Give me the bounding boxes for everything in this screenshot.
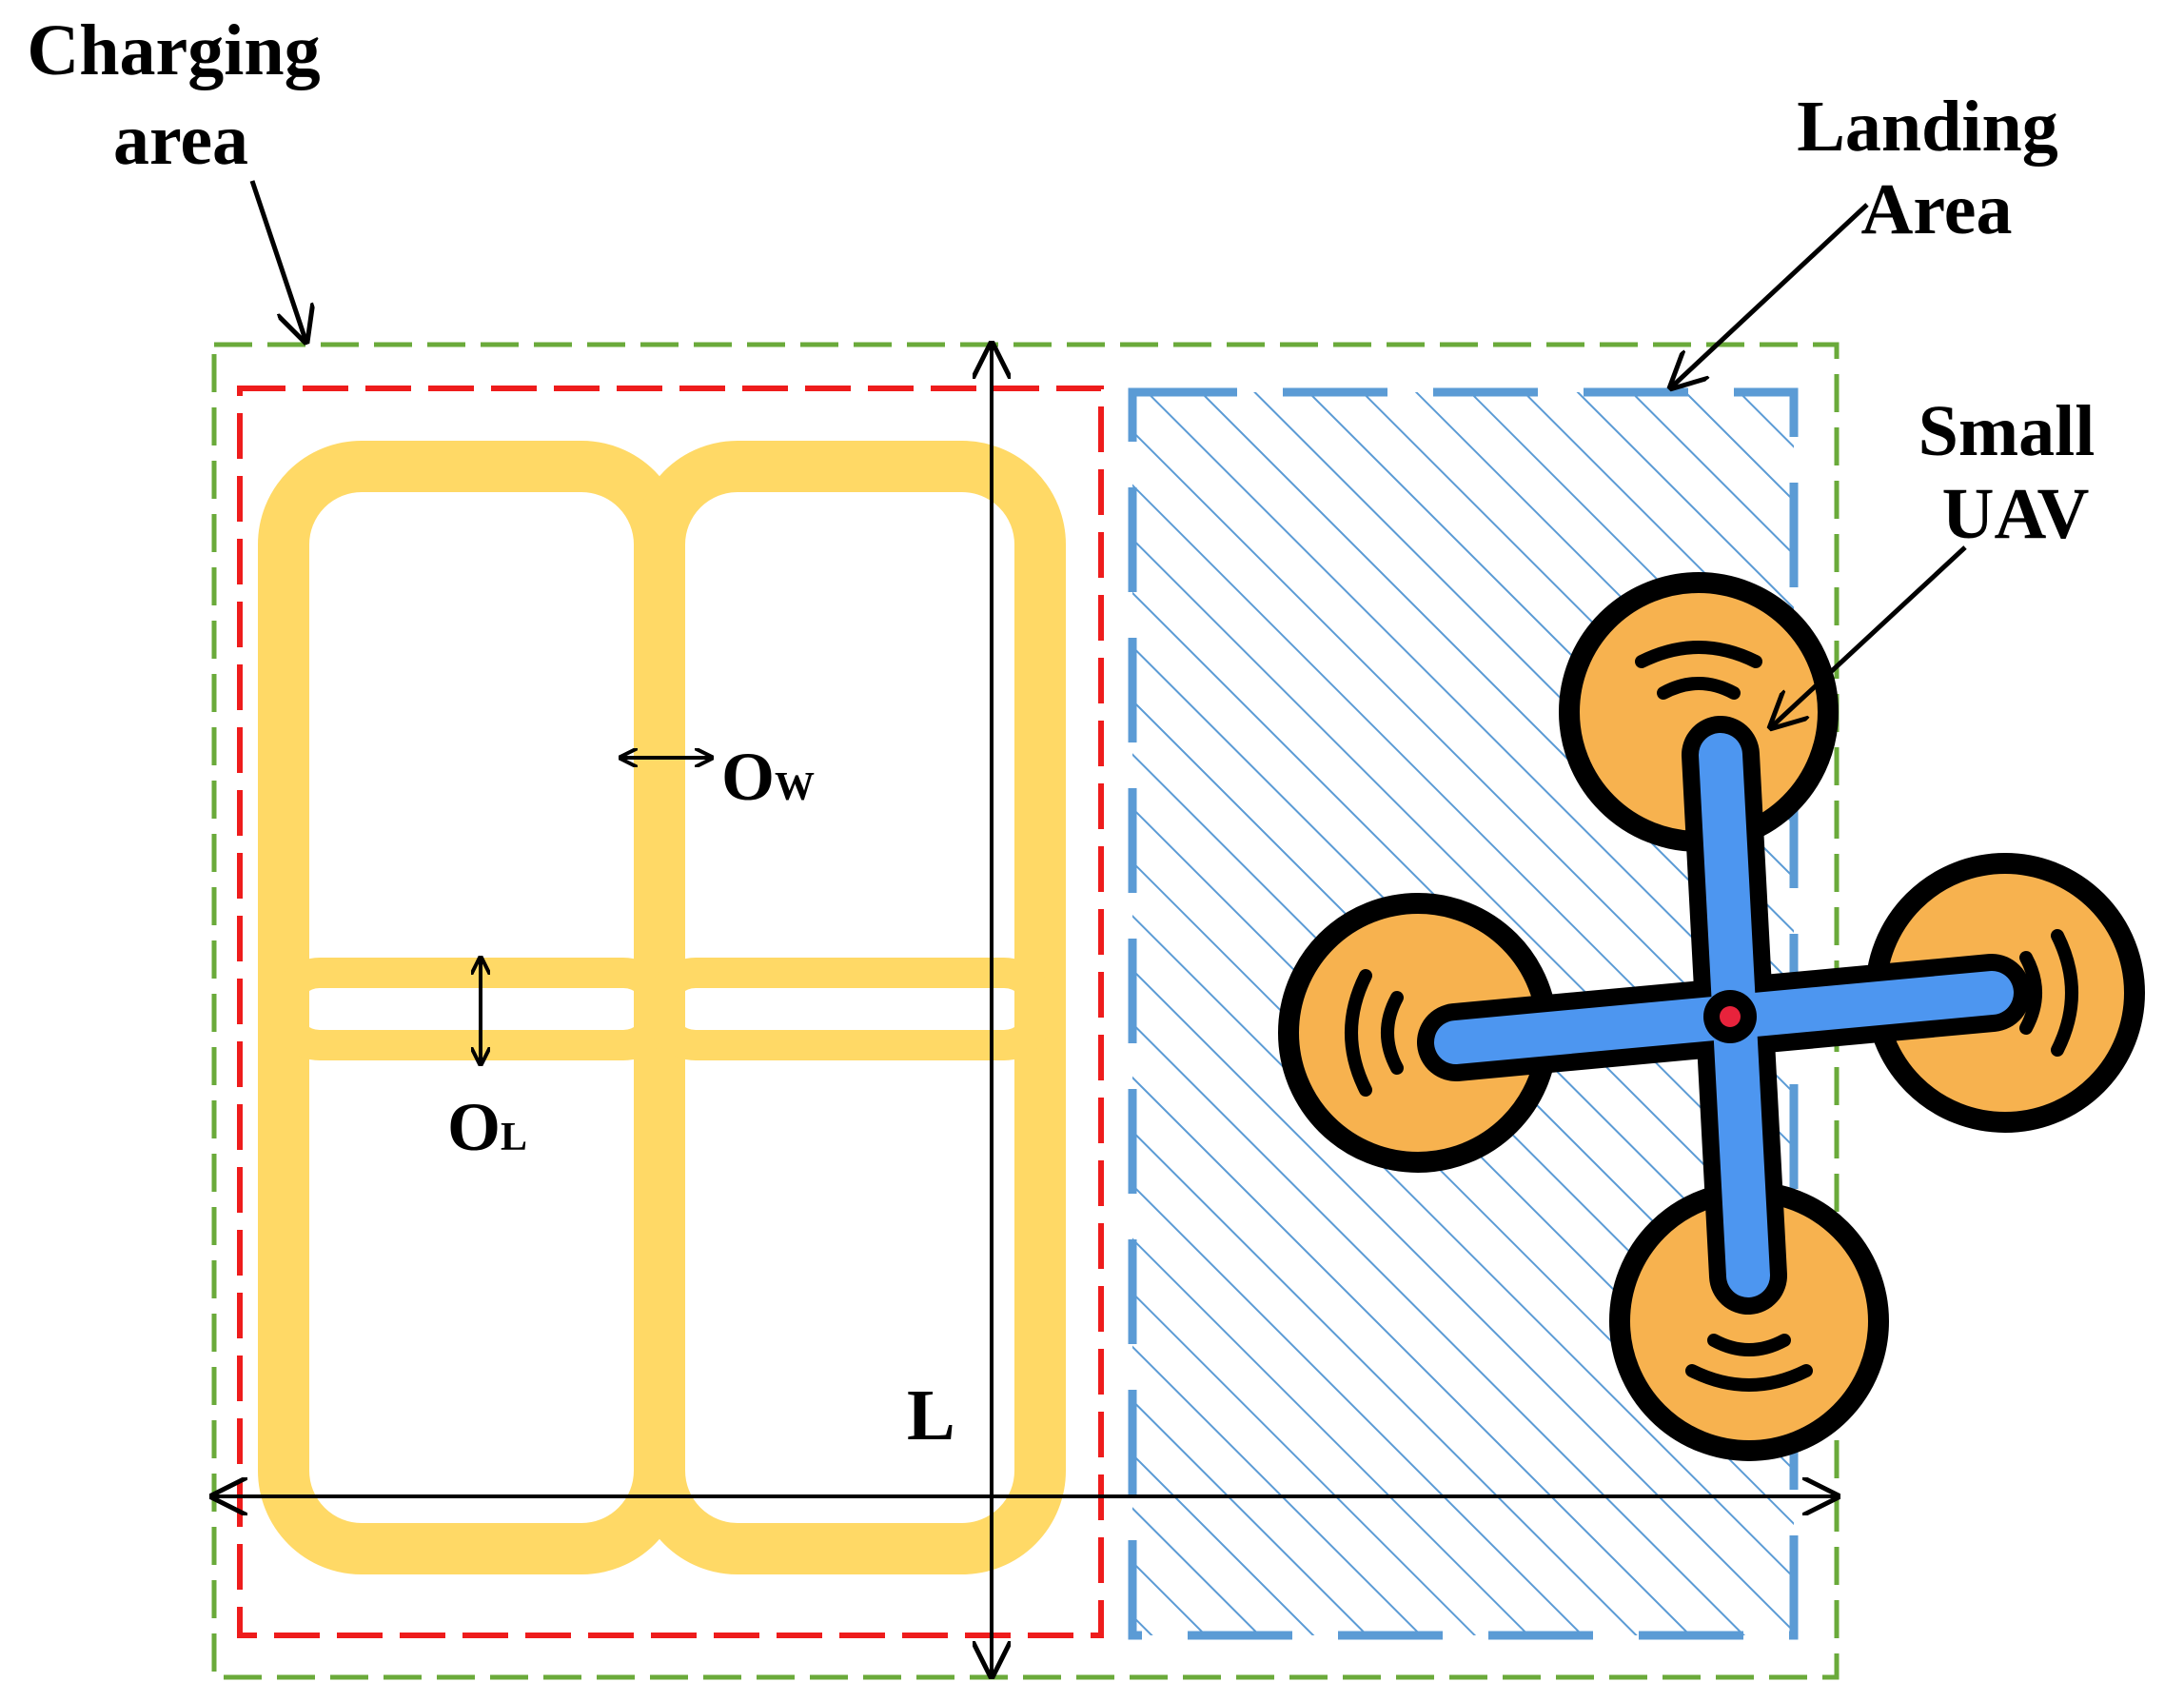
uav-center-light [1720,1006,1741,1027]
cross-coils [268,958,1055,1060]
charging-area-label-line1: Charging [27,10,320,90]
charging-area-boundary [237,386,1104,1638]
small-uav-label-line1: Small [1918,391,2095,471]
coil-cross-left [268,958,675,1060]
ow-label: OW [721,739,815,815]
coil-right [634,441,1066,1574]
small-uav-label-line2: UAV [1942,474,2090,554]
charging-area-label: Charging area [27,10,338,180]
small-uav-label: Small UAV [1918,391,2114,554]
small-uav-pointer-arrow [1770,545,1967,728]
ol-label: OL [447,1089,527,1165]
charging-area-label-line2: area [113,100,248,180]
quadcopter-drone-icon [1278,572,2145,1461]
ow-label-main: O [721,739,775,815]
coil-cross-right [644,958,1055,1060]
landing-area-label-line2: Area [1861,169,2013,249]
propeller-rotation-arcs [1345,641,2078,1392]
coil-left [258,441,685,1574]
ol-label-main: O [447,1089,501,1165]
landing-area-pointer-arrow [1670,203,1869,388]
ow-label-subscript: W [775,765,815,809]
length-label: L [907,1375,955,1455]
charging-area-pointer-arrow [249,180,306,343]
landing-area-label-line1: Landing [1797,87,2058,167]
outer-pad-boundary [211,342,1840,1680]
landing-area-label: Landing Area [1797,87,2076,249]
ol-label-subscript: L [501,1116,527,1159]
